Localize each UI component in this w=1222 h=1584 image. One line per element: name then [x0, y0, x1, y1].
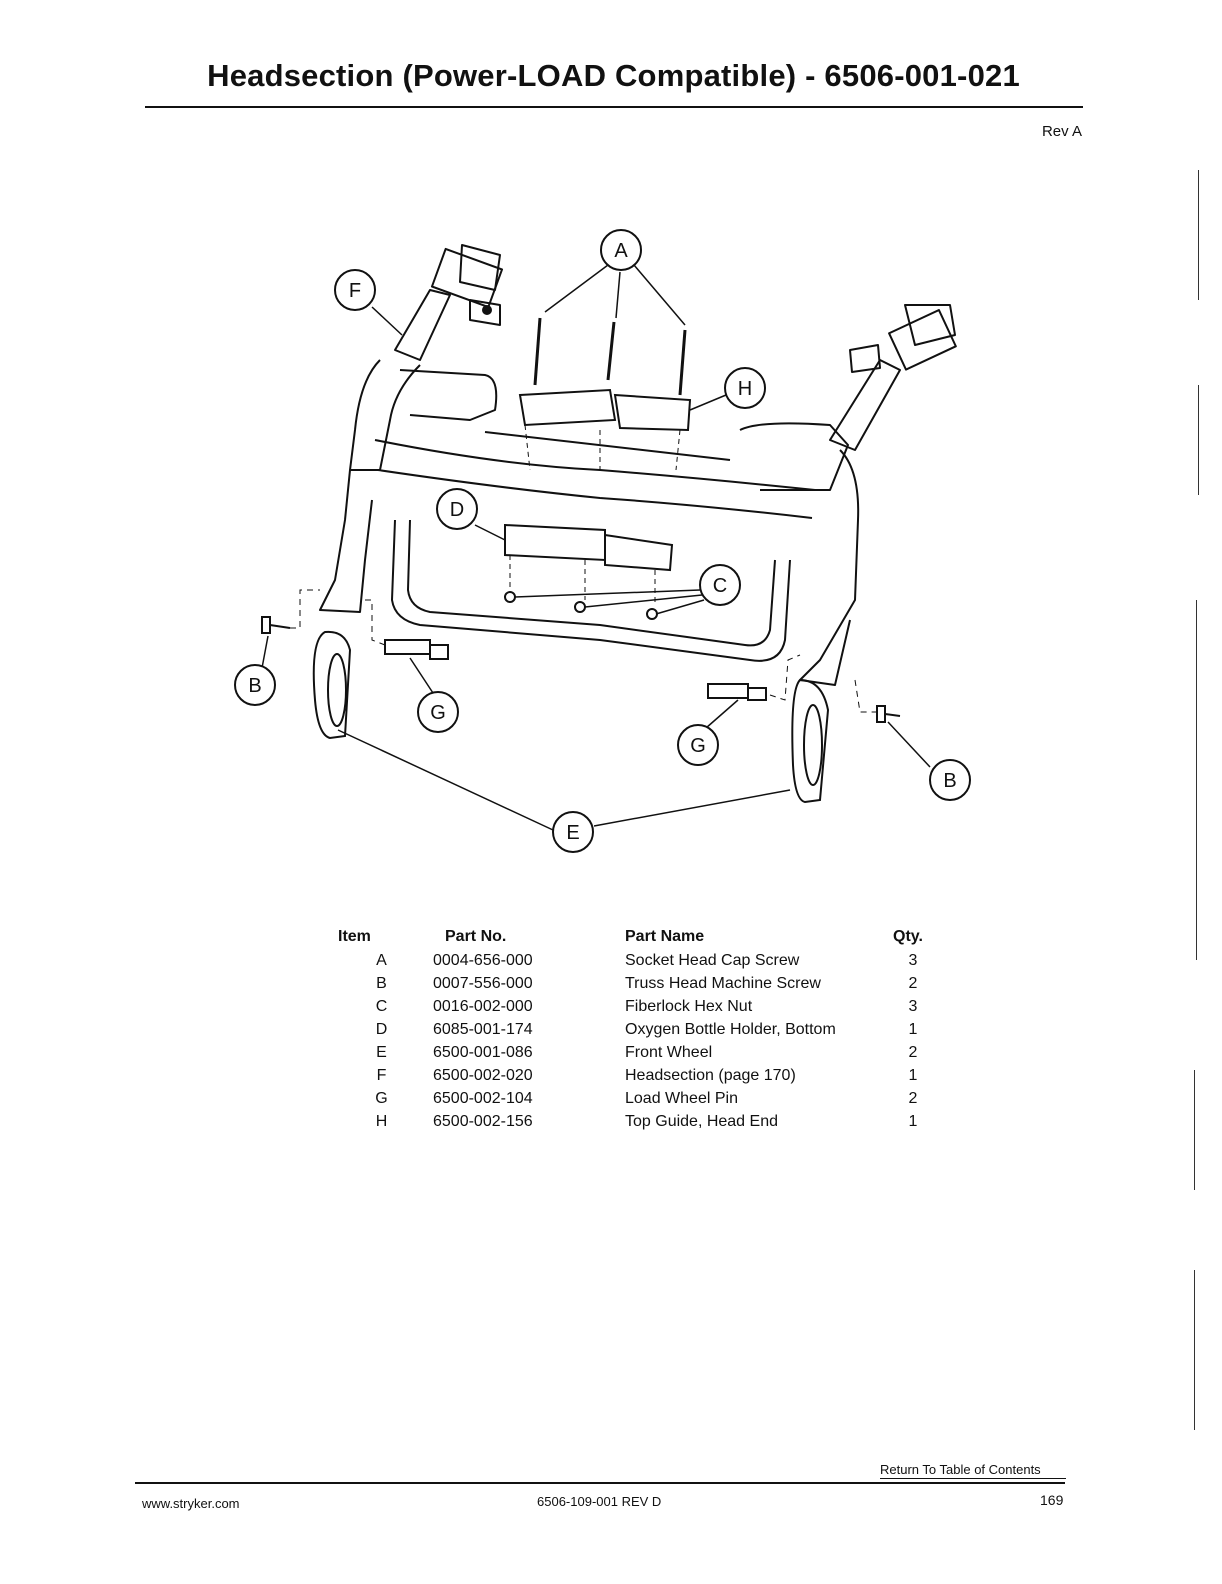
col-item-header: Item [338, 928, 371, 945]
table-row: E 6500-001-086 Front Wheel 2 [330, 1041, 933, 1064]
part-name-cell: Truss Head Machine Screw [625, 975, 821, 992]
callout-a: A [600, 229, 642, 271]
part-no-cell: 6500-002-020 [433, 1067, 533, 1084]
callout-e: E [552, 811, 594, 853]
table-row: A 0004-656-000 Socket Head Cap Screw 3 [330, 949, 933, 972]
part-name-cell: Load Wheel Pin [625, 1090, 738, 1107]
title-divider [145, 106, 1083, 108]
part-no-cell: 0007-556-000 [433, 975, 533, 992]
footer-website: www.stryker.com [142, 1496, 240, 1511]
qty-cell: 3 [908, 952, 918, 969]
callout-g-left: G [417, 691, 459, 733]
part-name-cell: Socket Head Cap Screw [625, 952, 800, 969]
part-name-cell: Oxygen Bottle Holder, Bottom [625, 1021, 836, 1038]
callout-b-right: B [929, 759, 971, 801]
callout-f: F [334, 269, 376, 311]
callout-d: D [436, 488, 478, 530]
return-to-toc-link[interactable]: Return To Table of Contents [880, 1462, 1041, 1477]
lower-frame [390, 519, 791, 662]
right-arm-assembly [739, 304, 957, 686]
item-cell: H [375, 1113, 388, 1130]
svg-text:C: C [713, 575, 727, 597]
svg-text:D: D [450, 499, 464, 521]
callout-g-right: G [677, 724, 719, 766]
table-row: B 0007-556-000 Truss Head Machine Screw … [330, 972, 933, 995]
socket-head-screws [533, 317, 687, 396]
svg-text:G: G [690, 735, 706, 757]
item-cell: D [375, 1021, 388, 1038]
part-no-cell: 0004-656-000 [433, 952, 533, 969]
scan-edge-mark [1198, 170, 1199, 300]
part-name-cell: Fiberlock Hex Nut [625, 998, 753, 1015]
qty-cell: 2 [908, 1044, 918, 1061]
svg-text:B: B [248, 675, 261, 697]
svg-text:G: G [430, 702, 446, 724]
qty-cell: 3 [908, 998, 918, 1015]
qty-cell: 1 [908, 1113, 918, 1130]
item-cell: B [376, 975, 387, 992]
footer-doc-number: 6506-109-001 REV D [537, 1494, 662, 1509]
page-title: Headsection (Power-LOAD Compatible) - 65… [207, 58, 1020, 93]
svg-text:H: H [738, 378, 752, 400]
item-cell: E [376, 1044, 387, 1061]
footer-divider [135, 1482, 1065, 1484]
scan-edge-mark [1194, 1270, 1195, 1430]
qty-cell: 2 [908, 1090, 918, 1107]
parts-table-header: Item Part No. Part Name Qty. [330, 928, 933, 949]
svg-text:E: E [566, 822, 579, 844]
scan-edge-mark [1194, 1070, 1195, 1190]
callout-c: C [699, 564, 741, 606]
table-row: D 6085-001-174 Oxygen Bottle Holder, Bot… [330, 1018, 933, 1041]
table-row: C 0016-002-000 Fiberlock Hex Nut 3 [330, 995, 933, 1018]
footer-page-number: 169 [1040, 1492, 1064, 1508]
load-wheel-pins [384, 639, 767, 701]
item-cell: A [376, 952, 387, 969]
part-name-cell: Front Wheel [625, 1044, 713, 1061]
table-row: F 6500-002-020 Headsection (page 170) 1 [330, 1064, 933, 1087]
part-name-cell: Top Guide, Head End [625, 1113, 778, 1130]
table-row: H 6500-002-156 Top Guide, Head End 1 [330, 1110, 933, 1133]
qty-cell: 2 [908, 975, 918, 992]
top-guide [518, 388, 692, 471]
qty-cell: 1 [908, 1021, 918, 1038]
part-no-cell: 6500-001-086 [433, 1044, 533, 1061]
table-row: G 6500-002-104 Load Wheel Pin 2 [330, 1087, 933, 1110]
col-part-no-header: Part No. [445, 928, 507, 945]
part-no-cell: 6085-001-174 [433, 1021, 533, 1038]
svg-text:B: B [943, 770, 956, 792]
qty-cell: 1 [908, 1067, 918, 1084]
svg-text:A: A [614, 240, 628, 262]
front-wheels [312, 630, 830, 804]
part-name-cell: Headsection (page 170) [625, 1067, 796, 1084]
left-arm-assembly [319, 244, 504, 613]
revision-label: Rev A [1041, 123, 1082, 140]
scan-edge-mark [1196, 600, 1197, 960]
parts-table: Item Part No. Part Name Qty. A 0004-656-… [330, 928, 933, 1133]
oxygen-bottle-holder [504, 523, 674, 605]
truss-head-screws [261, 616, 901, 723]
part-no-cell: 6500-002-156 [433, 1113, 533, 1130]
callout-h: H [724, 367, 766, 409]
scan-edge-mark [1198, 385, 1199, 495]
toc-link-underline [880, 1478, 1066, 1479]
item-cell: F [376, 1067, 387, 1084]
item-cell: G [375, 1090, 388, 1107]
callout-b-left: B [234, 664, 276, 706]
item-cell: C [375, 998, 388, 1015]
part-no-cell: 6500-002-104 [433, 1090, 533, 1107]
svg-text:F: F [349, 280, 361, 302]
part-no-cell: 0016-002-000 [433, 998, 533, 1015]
col-qty-header: Qty. [893, 928, 923, 945]
exploded-parts-diagram: A F H D C B G G B E [225, 225, 985, 865]
col-part-name-header: Part Name [625, 928, 705, 945]
